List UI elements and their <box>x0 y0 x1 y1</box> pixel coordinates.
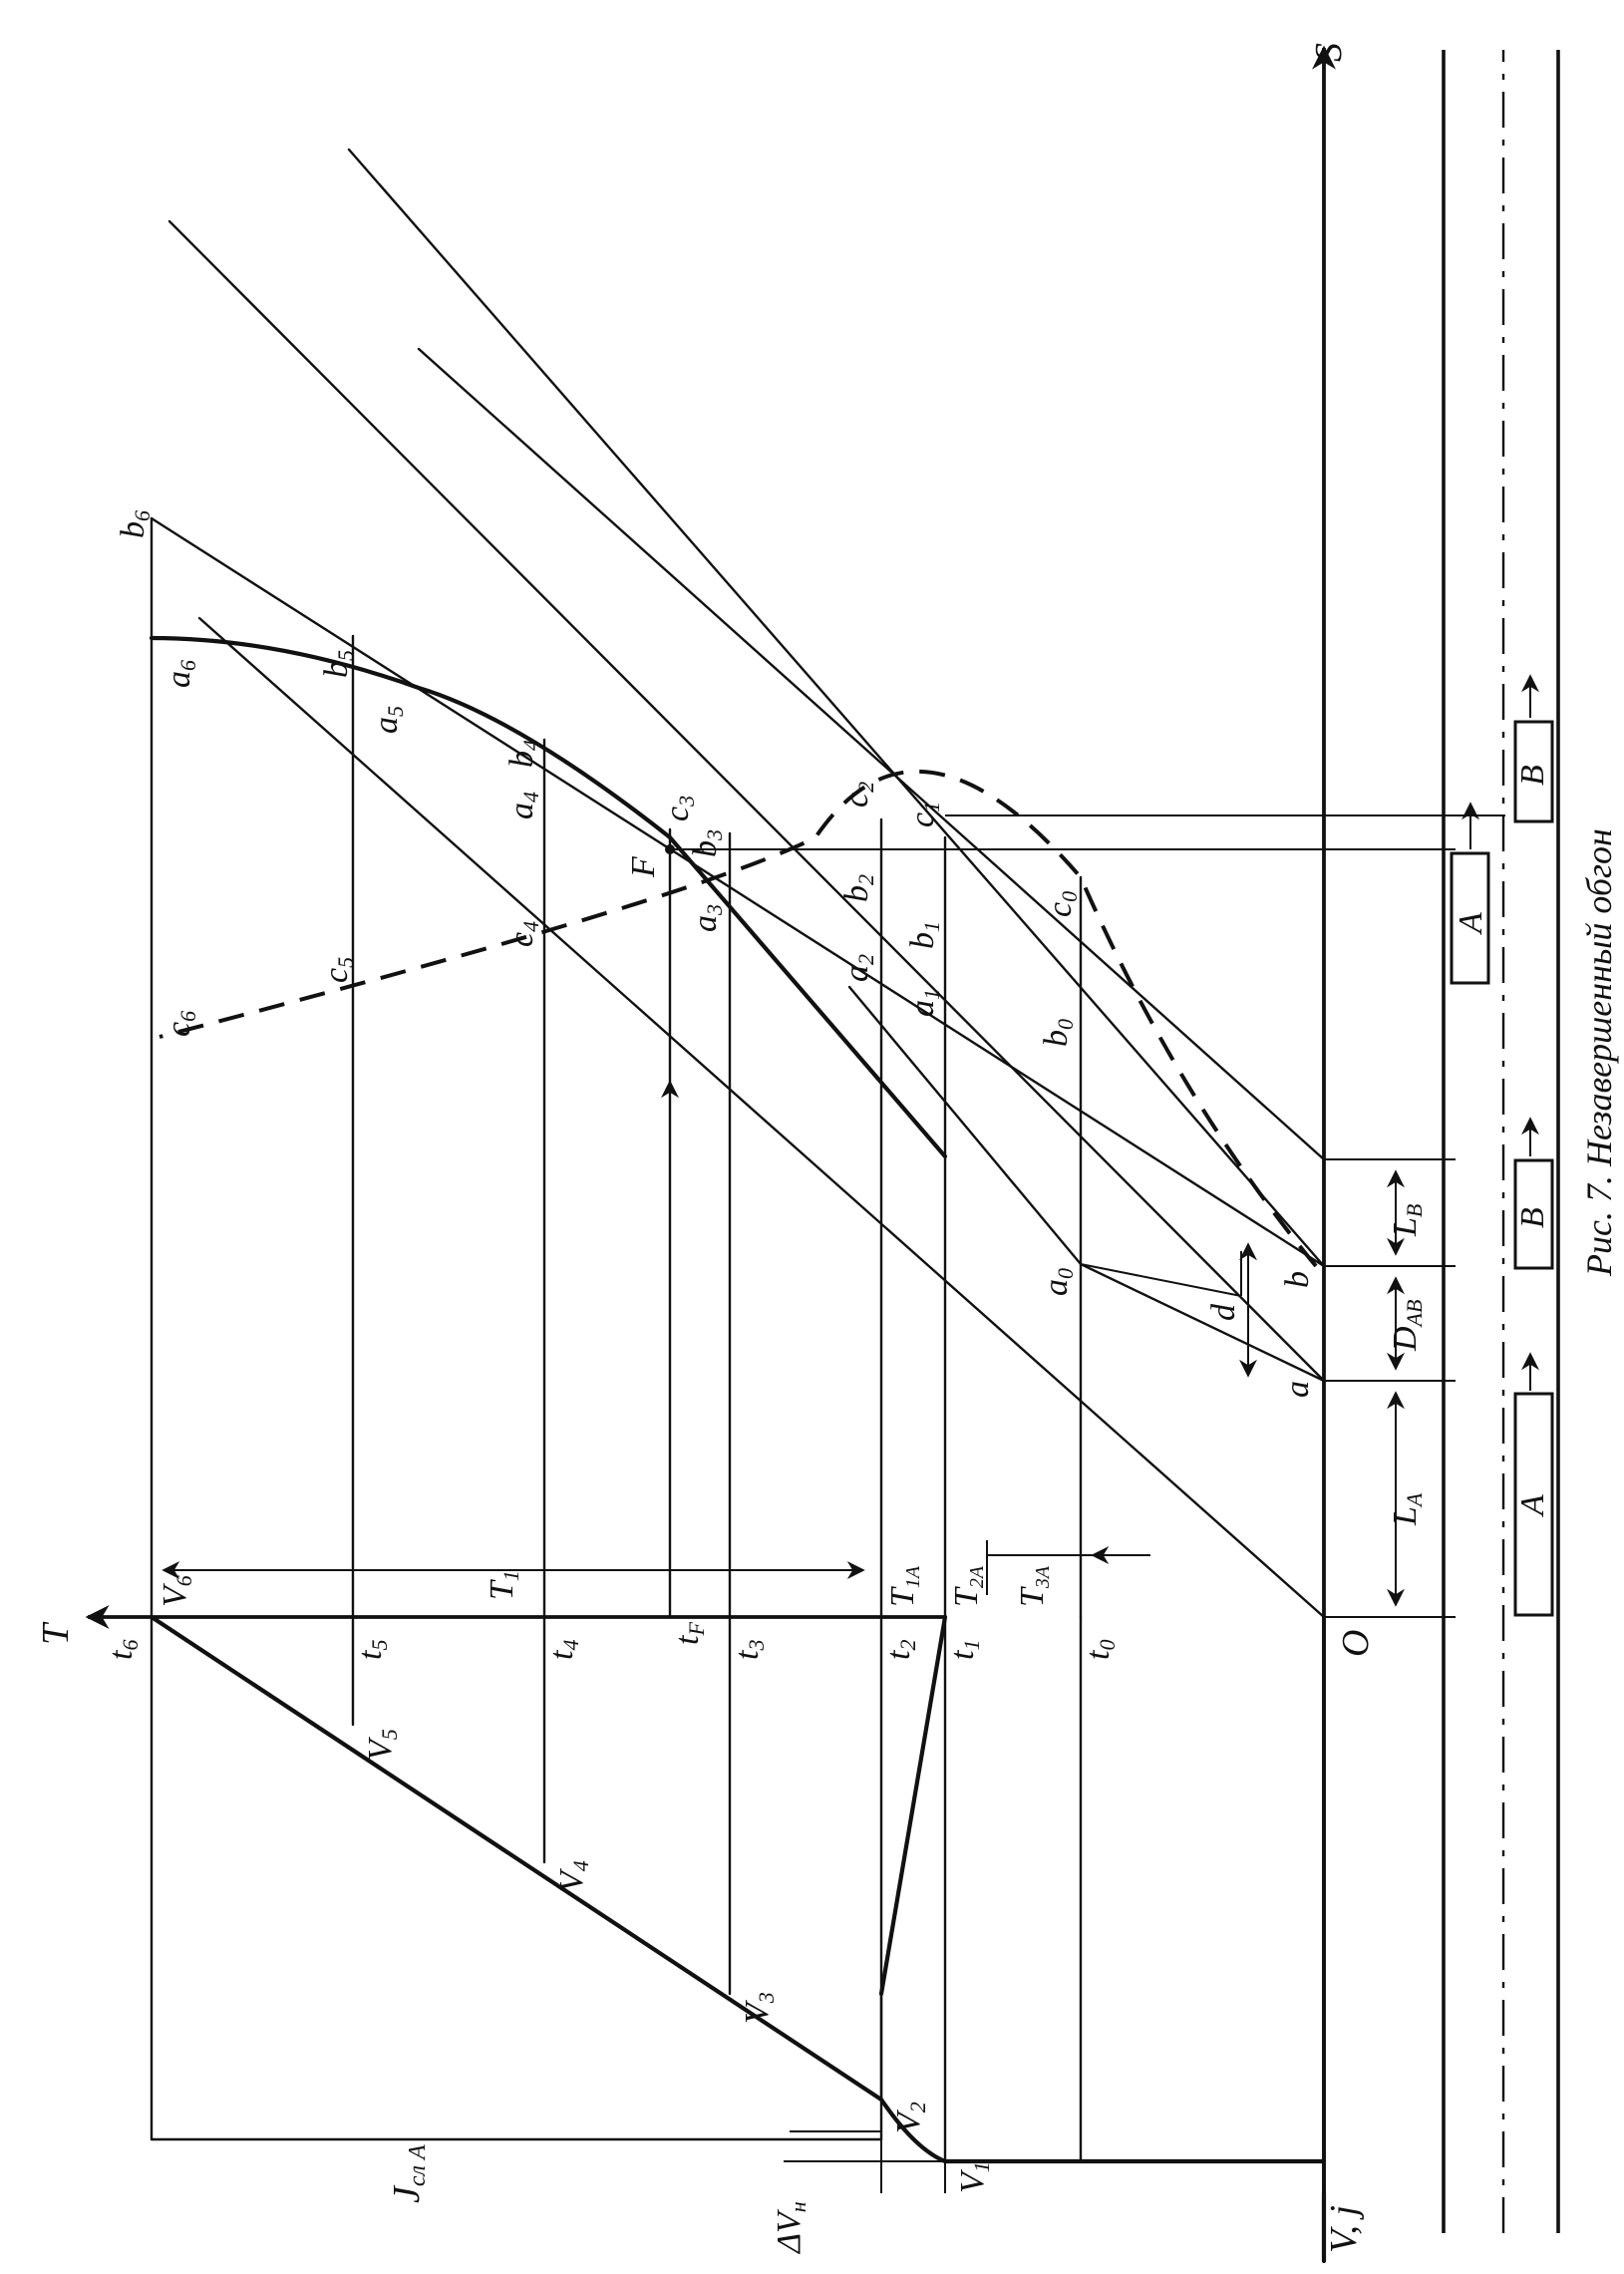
interval-dimensions <box>162 1080 1150 1595</box>
label-la: LA <box>1387 1492 1427 1526</box>
label-dv: ΔVн <box>771 2201 811 2255</box>
label-b4: b4 <box>503 740 543 768</box>
interval-labels: T1 T1A T2A T3A <box>484 1565 1054 1607</box>
label-t5: t5 <box>352 1640 392 1660</box>
label-b3: b3 <box>687 829 727 857</box>
figure-caption: Рис. 7. Незавершенный обгон <box>1579 828 1619 1277</box>
label-b6: b6 <box>115 510 155 538</box>
label-b2: b2 <box>838 874 878 902</box>
axis-v-label: V, j <box>1323 2205 1365 2253</box>
label-int-t3a: T3A <box>1014 1565 1054 1607</box>
line-o-c6 <box>197 616 1326 1619</box>
label-c2: c2 <box>838 782 878 808</box>
vehicle-b-start: B <box>1513 1117 1554 1270</box>
line-a-a0 <box>1079 1262 1326 1383</box>
line-b-b6 <box>150 516 1326 1268</box>
label-v5: V5 <box>362 1729 402 1761</box>
label-t2: t2 <box>880 1640 920 1660</box>
line-a-curve <box>667 834 948 1159</box>
d-diag <box>1080 1263 1242 1297</box>
speed-levels <box>150 1615 1083 2163</box>
label-t4: t4 <box>543 1640 583 1660</box>
line-b-far <box>347 148 1326 1268</box>
label-b1: b1 <box>904 921 944 949</box>
label-f: F <box>625 855 662 878</box>
label-t6: t6 <box>103 1640 143 1660</box>
time-levels <box>150 516 1083 1619</box>
label-v1: V1 <box>954 2161 994 2193</box>
label-a5: a5 <box>368 706 408 734</box>
speed-labels: V1 V2 V3 V4 V5 V6 <box>157 1575 994 2193</box>
vehicle-b-final: B <box>1513 674 1554 823</box>
point-f-marker <box>665 844 675 854</box>
axis-t-label: T <box>35 1621 77 1645</box>
label-t1: t1 <box>944 1640 984 1660</box>
label-a1: a1 <box>904 989 944 1017</box>
curve-a4-a6 <box>149 635 673 840</box>
dashed-curve-c <box>159 769 1318 1268</box>
label-int-t1: T1 <box>484 1570 523 1600</box>
speed-v2-v6 <box>149 1614 884 2103</box>
label-v3: V3 <box>739 1992 779 2024</box>
axis-s-label: S <box>1308 43 1350 62</box>
point-labels: a b F a0 a1 a2 a3 a4 a5 a6 b0 b1 b2 b3 b… <box>115 510 1316 1398</box>
label-a: a <box>1279 1381 1316 1398</box>
label-c3: c3 <box>659 796 699 821</box>
vehicles: A B A B <box>1450 674 1554 1617</box>
vehicle-b-start-label: B <box>1514 1207 1551 1228</box>
label-v6: V6 <box>157 1575 196 1607</box>
origin-label: O <box>1335 1630 1377 1657</box>
speed-curve <box>149 1614 1327 2193</box>
trajectories <box>149 148 1326 1619</box>
label-c5: c5 <box>318 957 358 983</box>
road <box>1442 50 1560 2233</box>
vehicle-a-final: A <box>1450 802 1490 985</box>
label-tf: tF <box>669 1622 709 1645</box>
label-a2: a2 <box>838 954 878 982</box>
label-a3: a3 <box>687 904 727 932</box>
label-a6: a6 <box>161 660 200 688</box>
vehicle-a-start-label: A <box>1514 1494 1551 1517</box>
line-a0-a2 <box>847 985 1083 1266</box>
vehicle-a-start: A <box>1513 1352 1554 1617</box>
label-t3: t3 <box>729 1640 769 1660</box>
label-b: b <box>1279 1271 1316 1288</box>
label-b5: b5 <box>318 650 358 678</box>
label-v4: V4 <box>553 1860 593 1892</box>
accel-jump-t1-t2 <box>878 1614 948 1997</box>
label-c4: c4 <box>503 921 543 947</box>
label-t0: t0 <box>1080 1640 1120 1660</box>
label-int-t1a: T1A <box>884 1565 924 1607</box>
length-dimensions <box>670 814 1505 1618</box>
label-d: d <box>1205 1303 1242 1321</box>
label-b0: b0 <box>1038 1019 1078 1047</box>
label-c1: c1 <box>904 802 944 827</box>
label-dab: DAB <box>1387 1300 1427 1352</box>
labels: S T V, j O t0 t1 t2 t3 tF t4 t5 t6 V1 V2… <box>35 43 1619 2255</box>
line-bb-far <box>417 347 1326 1161</box>
label-c6: c6 <box>161 1011 200 1037</box>
label-c0: c0 <box>1042 891 1082 917</box>
label-v2: V2 <box>890 2102 930 2133</box>
label-int-t2a: T2A <box>948 1565 988 1607</box>
vehicle-a-final-label: A <box>1453 912 1489 935</box>
label-a4: a4 <box>503 792 543 819</box>
label-lb: LB <box>1387 1204 1427 1237</box>
axes <box>85 45 1336 2264</box>
time-labels: t0 t1 t2 t3 tF t4 t5 t6 <box>103 1622 1120 1660</box>
label-a0: a0 <box>1038 1268 1078 1296</box>
label-j: Jсл A <box>386 2144 431 2203</box>
vehicle-b-final-label: B <box>1514 765 1551 786</box>
line-a-far <box>167 219 1326 1383</box>
speed-v1-v2 <box>878 2097 948 2164</box>
